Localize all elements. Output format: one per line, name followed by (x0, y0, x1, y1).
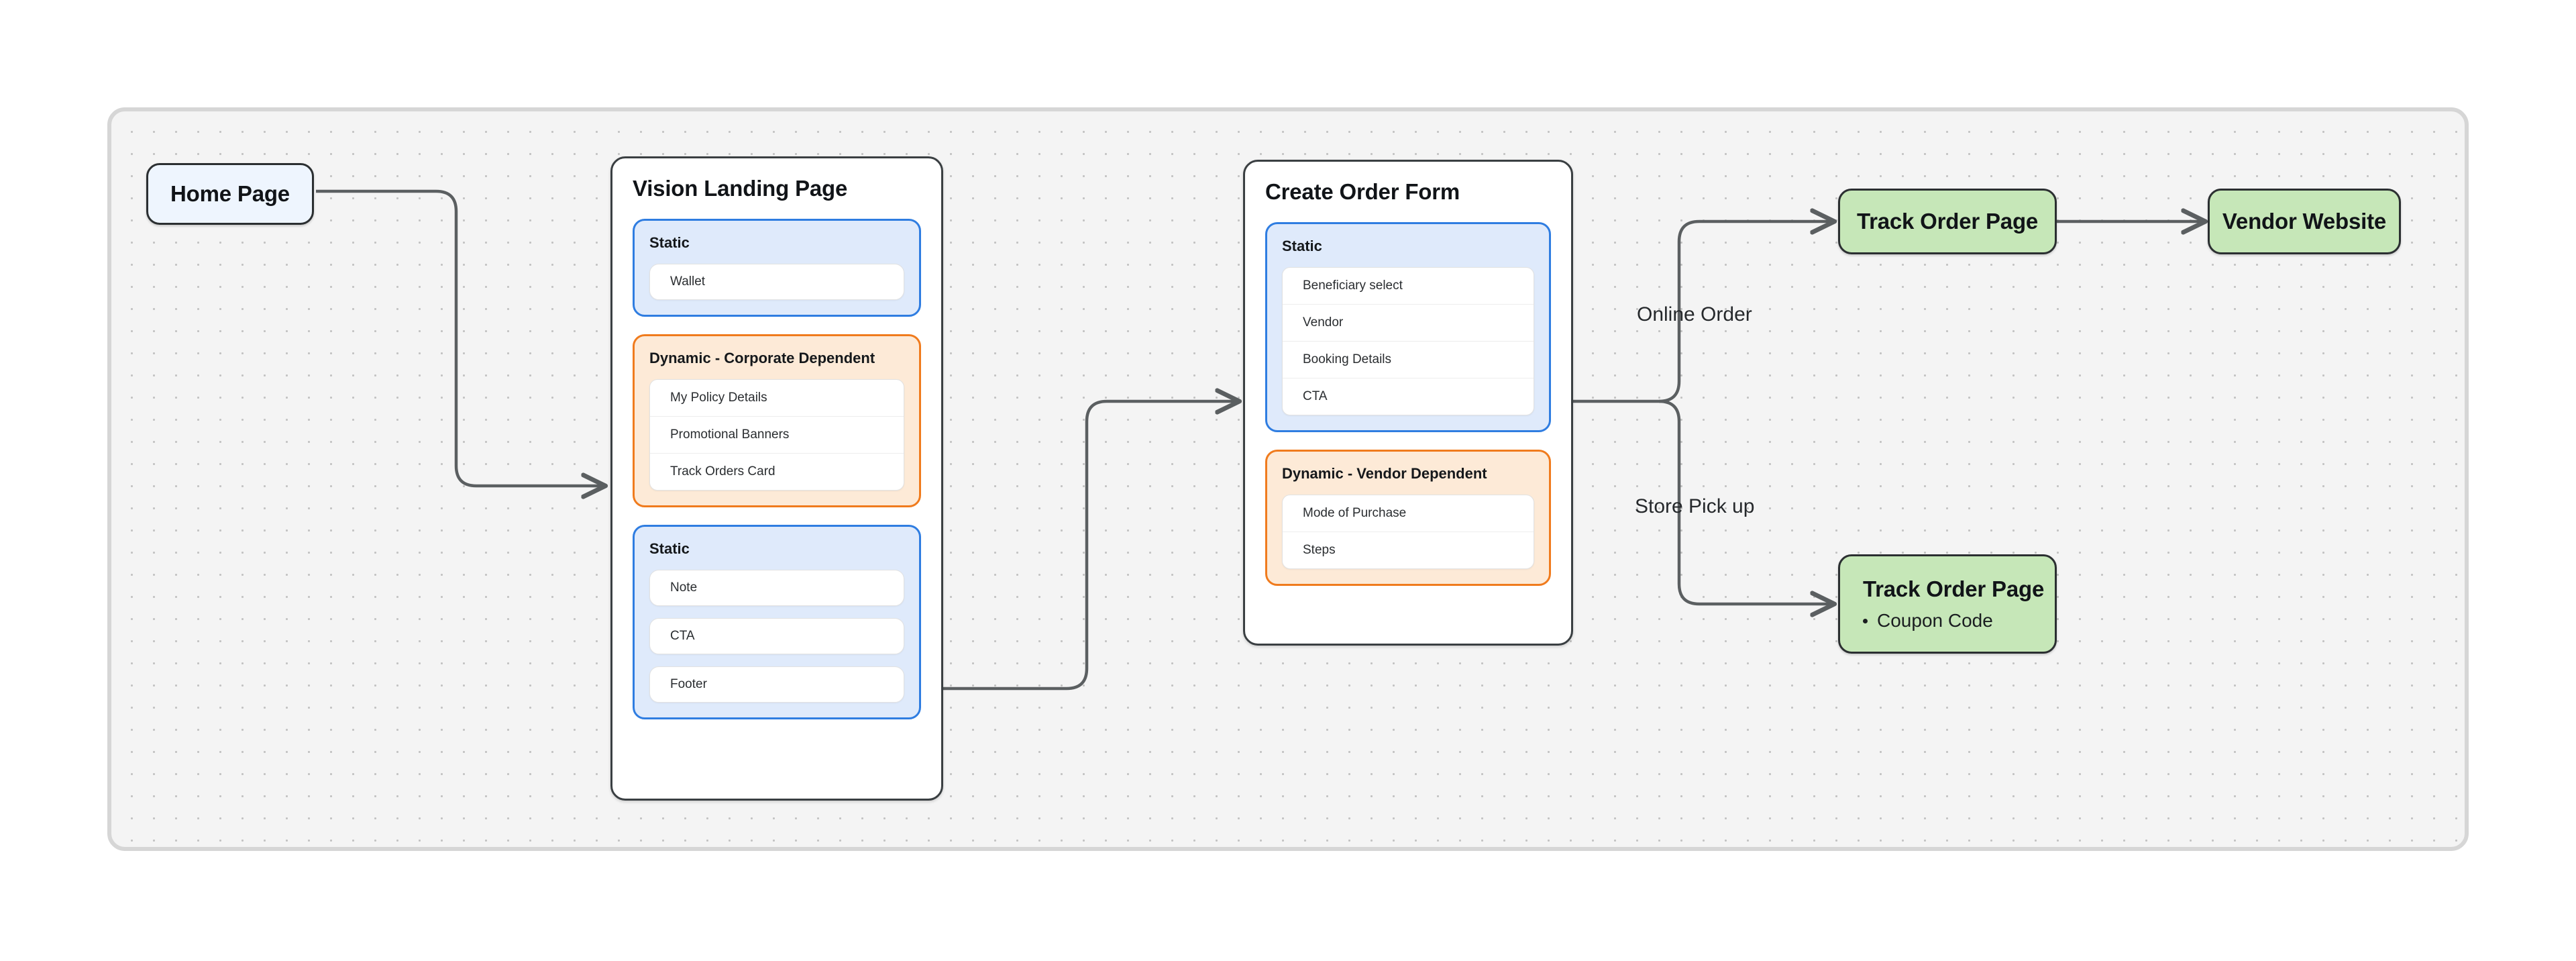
node-track-order-page-store[interactable]: Track Order Page Coupon Code (1838, 554, 2057, 654)
list-item[interactable]: Mode of Purchase (1303, 506, 1407, 520)
list-card-order-static: Beneficiary select Vendor Booking Detail… (1282, 267, 1534, 415)
card-item-footer[interactable]: Footer (649, 666, 904, 703)
list-card-corporate-dependent: My Policy Details Promotional Banners Tr… (649, 379, 904, 491)
group-title: Static (1282, 238, 1322, 254)
group-order-dynamic: Dynamic - Vendor Dependent Mode of Purch… (1265, 450, 1551, 586)
card-item-cta[interactable]: CTA (649, 618, 904, 654)
node-home-page-title: Home Page (170, 181, 290, 206)
list-item[interactable]: My Policy Details (670, 391, 767, 405)
list-item[interactable]: Steps (1283, 532, 1534, 568)
list-item[interactable]: Beneficiary select (1303, 279, 1403, 293)
vision-landing-page-title: Vision Landing Page (633, 176, 848, 201)
list-item[interactable]: Promotional Banners (650, 416, 904, 453)
list-card-vendor-dependent: Mode of Purchase Steps (1282, 495, 1534, 569)
group-title: Static (649, 540, 690, 557)
node-track-order-page-store-title: Track Order Page (1863, 576, 2045, 601)
list-item[interactable]: Booking Details (1283, 341, 1534, 378)
node-vision-landing-page[interactable]: Vision Landing Page Static Wallet Dynami… (610, 156, 943, 801)
create-order-form-title: Create Order Form (1265, 179, 1460, 204)
group-title: Dynamic - Vendor Dependent (1282, 465, 1487, 482)
edge-label-online-order: Online Order (1637, 303, 1752, 325)
group-title: Static (649, 234, 690, 251)
bullet-dot-icon (1863, 618, 1868, 623)
bullet-coupon-code: Coupon Code (1863, 610, 1993, 631)
node-home-page[interactable]: Home Page (146, 163, 314, 225)
card-item-note[interactable]: Note (649, 570, 904, 606)
node-track-order-page-online[interactable]: Track Order Page (1838, 189, 2057, 254)
group-vision-static-top: Static Wallet (633, 219, 921, 317)
group-vision-dynamic: Dynamic - Corporate Dependent My Policy … (633, 334, 921, 507)
group-title: Dynamic - Corporate Dependent (649, 350, 875, 366)
node-create-order-form[interactable]: Create Order Form Static Beneficiary sel… (1243, 160, 1573, 646)
node-vendor-website[interactable]: Vendor Website (2208, 189, 2401, 254)
list-item[interactable]: CTA (1283, 378, 1534, 415)
node-track-order-page-online-title: Track Order Page (1856, 209, 2039, 234)
card-item-wallet[interactable]: Wallet (649, 264, 904, 300)
node-vendor-website-title: Vendor Website (2222, 209, 2387, 234)
edge-label-store-pick-up: Store Pick up (1635, 495, 1755, 517)
bullet-label: Coupon Code (1877, 610, 1993, 631)
group-vision-static-bottom: Static Note CTA Footer (633, 525, 921, 719)
list-item[interactable]: Track Orders Card (650, 453, 904, 490)
list-item[interactable]: Vendor (1283, 304, 1534, 341)
group-order-static: Static Beneficiary select Vendor Booking… (1265, 222, 1551, 432)
